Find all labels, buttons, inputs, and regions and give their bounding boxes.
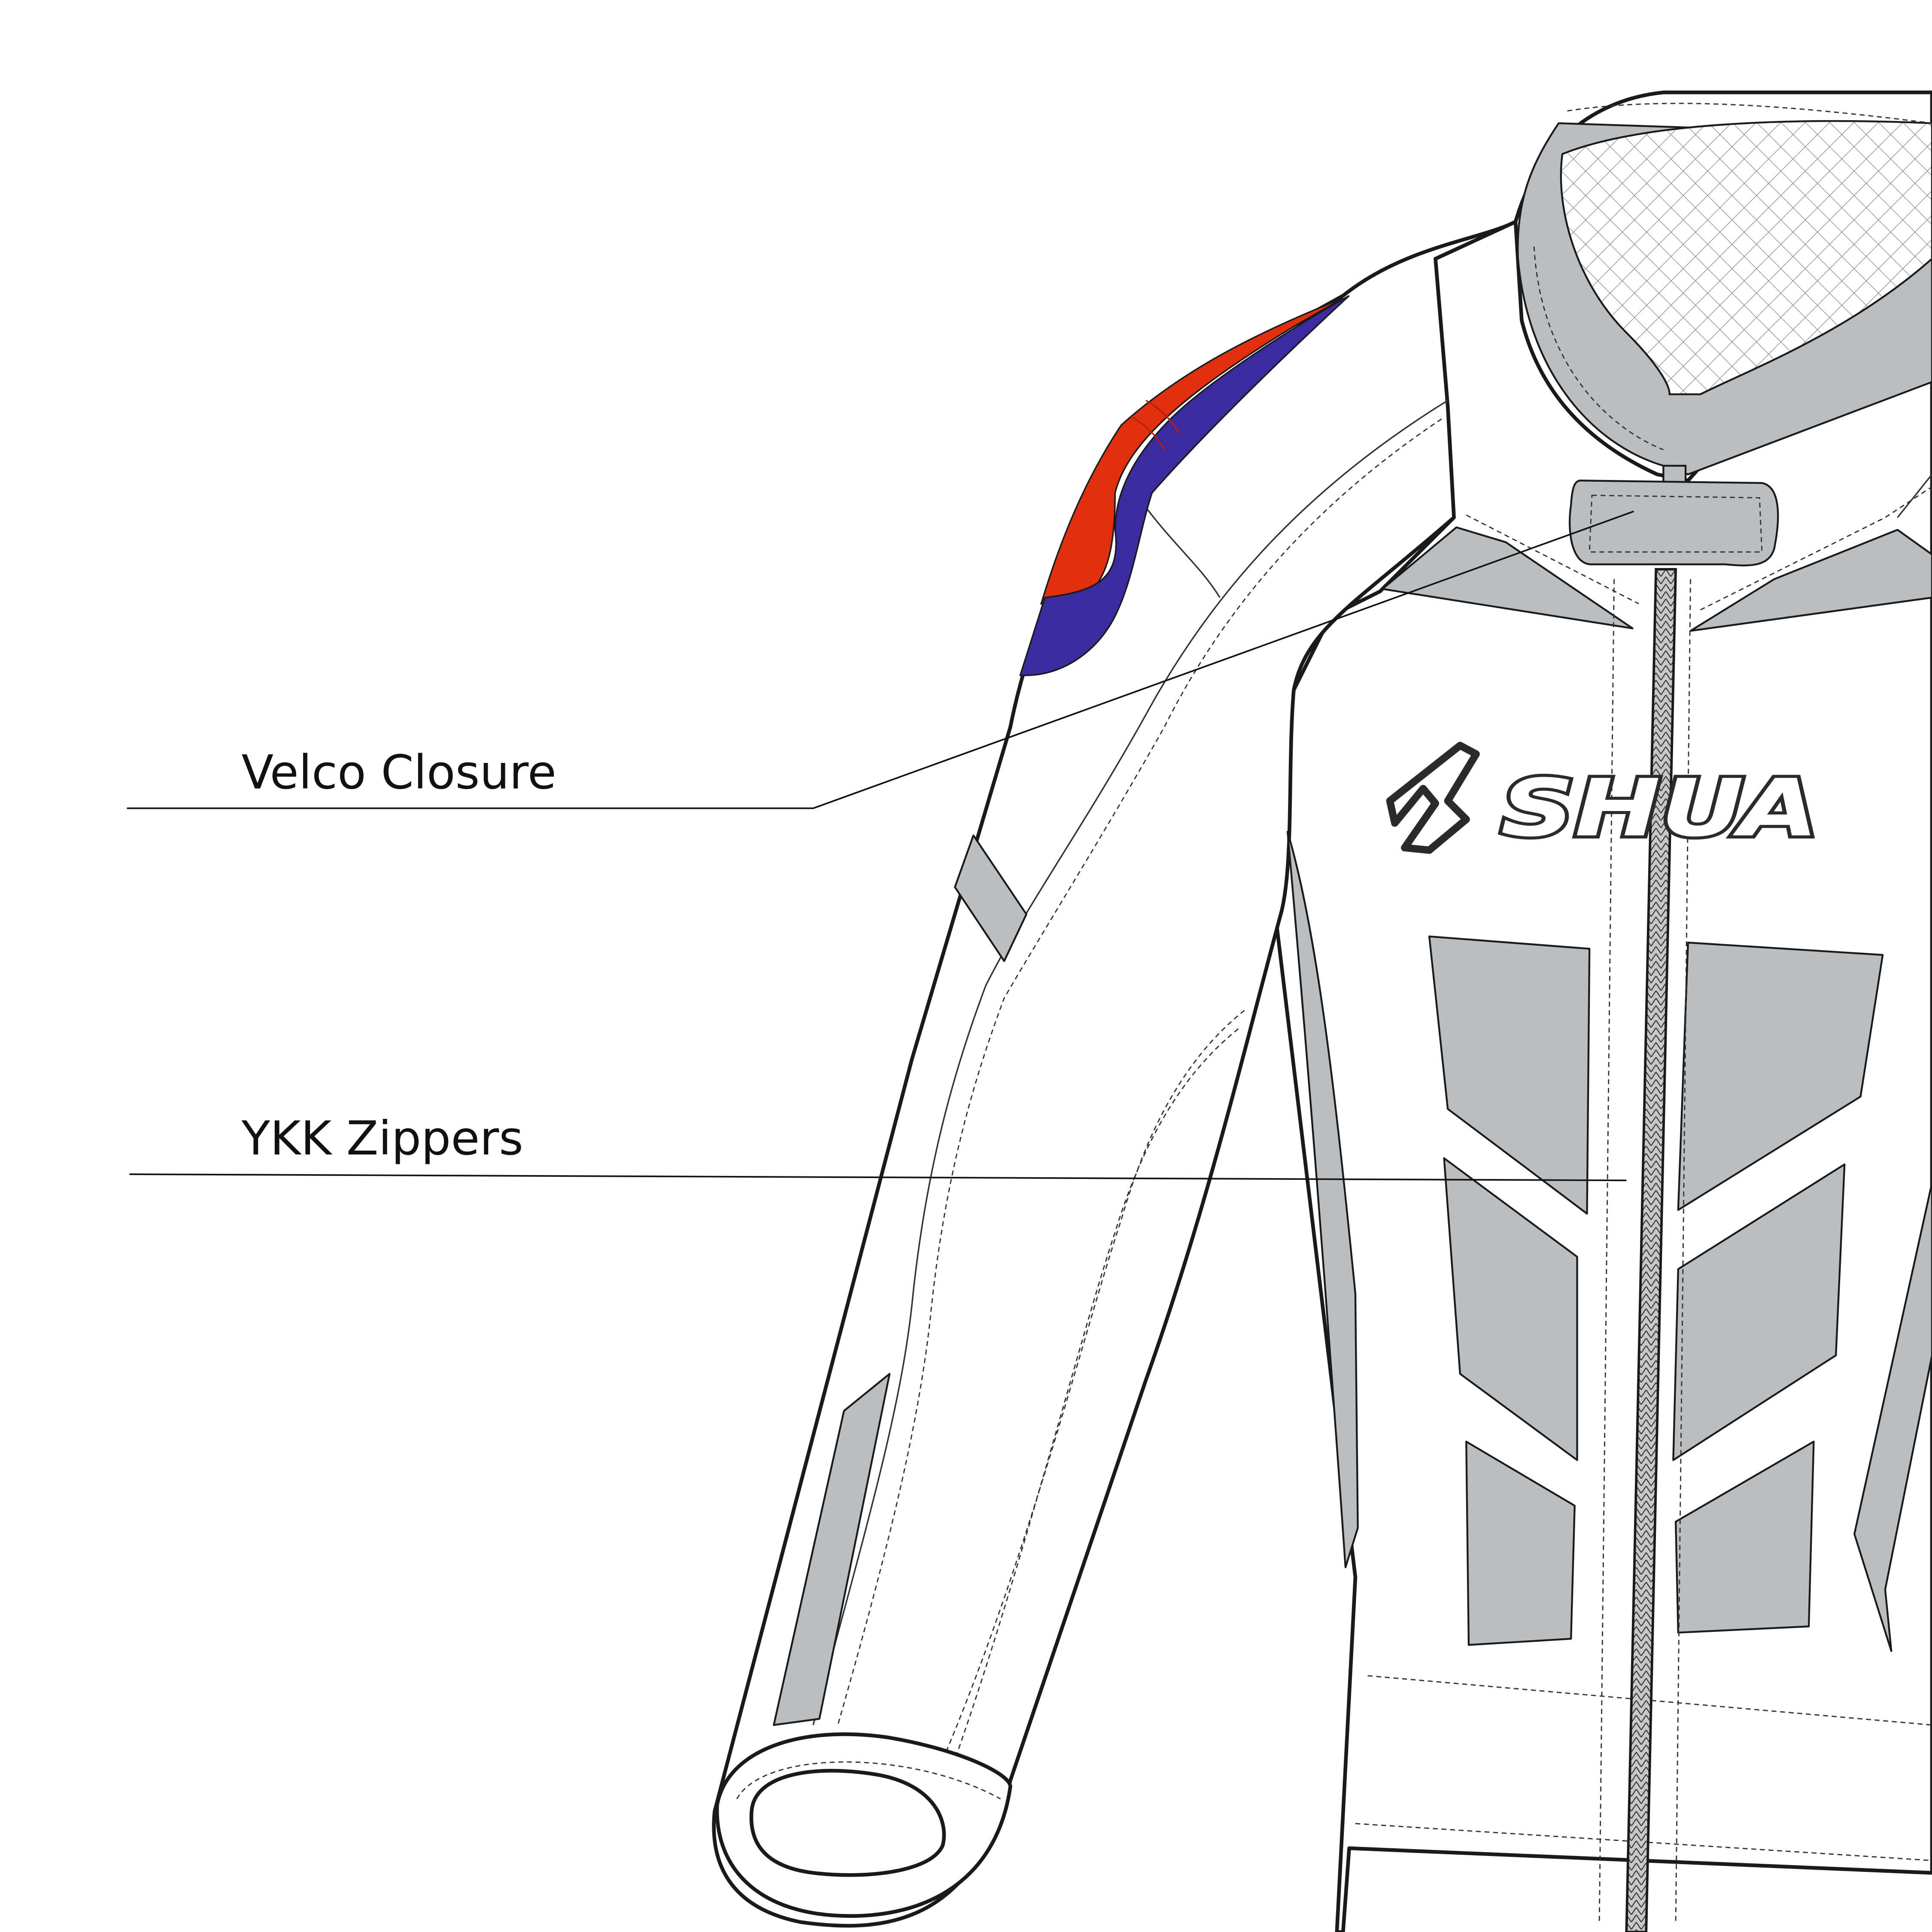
collar-mesh <box>1560 120 1932 395</box>
chest-stitch-2 <box>1700 486 1932 611</box>
velcro-closure-tab[interactable] <box>1568 480 1779 567</box>
ab-panel-right-2 <box>1674 1440 1815 1634</box>
cuff-stitch <box>736 1761 1001 1800</box>
sleeve-inner-seam <box>812 400 1449 1725</box>
callout-label: YKK Zippers <box>241 1111 523 1166</box>
side-panel-right <box>1853 1182 1932 1652</box>
side-seam <box>1897 474 1932 518</box>
shua-logo: SHUA <box>1386 741 1822 857</box>
chest-yoke-left <box>1381 526 1634 629</box>
forearm-panel <box>954 834 1027 962</box>
side-panel-left <box>1286 831 1359 1568</box>
zipper-top-stop <box>1662 465 1687 484</box>
chest-panel-left <box>1428 935 1591 1215</box>
callout-leader-line <box>127 510 1634 809</box>
shua-logo-text: SHUA <box>1501 763 1819 854</box>
shua-logo-mark <box>1386 741 1480 854</box>
ab-panel-left-1 <box>1443 1157 1578 1461</box>
sleeve-stitch <box>837 418 1442 1725</box>
chest-panel-right <box>1677 942 1884 1211</box>
chest-yoke-right <box>1689 529 1932 632</box>
callout-leader-line <box>129 1173 1627 1182</box>
callout-velco-closure: Velco Closure <box>127 510 1634 809</box>
zipper[interactable] <box>1625 568 1677 1932</box>
cuff-opening <box>749 1769 946 1877</box>
underarm-stitch-2 <box>948 1028 1239 1777</box>
chest-stitch <box>1466 514 1639 605</box>
elbow-panel <box>773 1373 891 1726</box>
shoulder-stripe-blue <box>1019 295 1350 676</box>
collar-stitch <box>1567 103 1932 124</box>
callout-ykk-zippers: YKK Zippers <box>129 1111 1627 1182</box>
shoulder-stitch-2 <box>1145 400 1180 434</box>
shoulder-seam <box>1139 498 1221 598</box>
collar-inner-stitch <box>1533 246 1664 450</box>
ab-panel-right-1 <box>1672 1163 1846 1461</box>
callout-label: Velco Closure <box>242 745 556 800</box>
shoulder-stitch-1 <box>1130 416 1165 450</box>
shoulder-stripe-red <box>1040 297 1344 605</box>
ab-panel-left-2 <box>1465 1440 1576 1646</box>
